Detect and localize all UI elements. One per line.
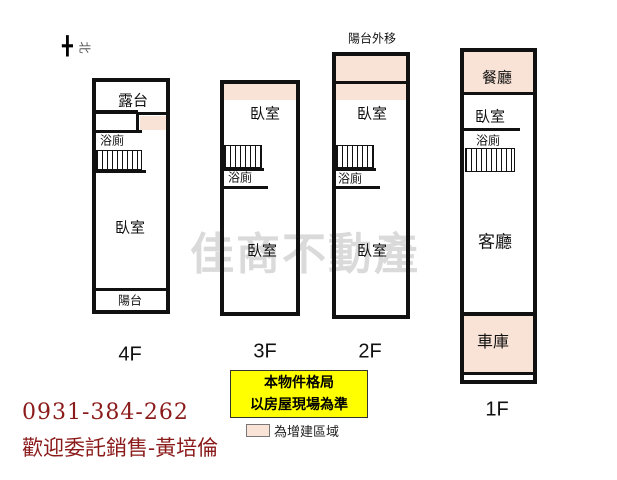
legend-swatch <box>246 424 270 437</box>
room-bedroom: 臥室 <box>249 104 281 123</box>
notice-line: 以房屋現場為準 <box>250 397 348 413</box>
room-bathroom: 浴廁 <box>475 133 501 148</box>
balcony-moved-note: 陽台外移 <box>347 31 397 46</box>
floor-label: 1F <box>485 398 509 421</box>
legend-text: 為增建區域 <box>274 425 340 440</box>
room-bedroom: 臥室 <box>356 104 388 123</box>
room-bathroom: 浴廁 <box>227 170 253 185</box>
room-bathroom: 浴廁 <box>99 133 125 148</box>
north-label: 北 <box>77 41 92 54</box>
room-bedroom: 臥室 <box>474 107 506 126</box>
room-living: 客廳 <box>478 232 512 253</box>
contact-agent: 歡迎委託銷售-黃培倫 <box>22 436 219 460</box>
room-bathroom: 浴廁 <box>337 171 363 186</box>
notice-line: 本物件格局 <box>264 375 334 391</box>
compass: ╋北 <box>62 36 91 57</box>
layout-notice: 本物件格局 以房屋現場為準 <box>230 370 368 418</box>
compass-icon: ╋ <box>62 36 73 57</box>
room-terrace: 露台 <box>117 91 149 110</box>
room-bedroom: 臥室 <box>246 241 278 260</box>
floor-label: 2F <box>358 340 382 363</box>
room-dining: 餐廳 <box>481 68 513 87</box>
room-garage: 車庫 <box>476 332 510 351</box>
contact-phone: 0931-384-262 <box>22 400 189 425</box>
room-bedroom: 臥室 <box>114 218 146 237</box>
floor-label: 3F <box>253 340 277 363</box>
watermark: 佳商不動產 <box>190 229 420 280</box>
floor-label: 4F <box>118 343 142 366</box>
room-balcony: 陽台 <box>117 293 143 308</box>
room-bedroom: 臥室 <box>356 241 388 260</box>
